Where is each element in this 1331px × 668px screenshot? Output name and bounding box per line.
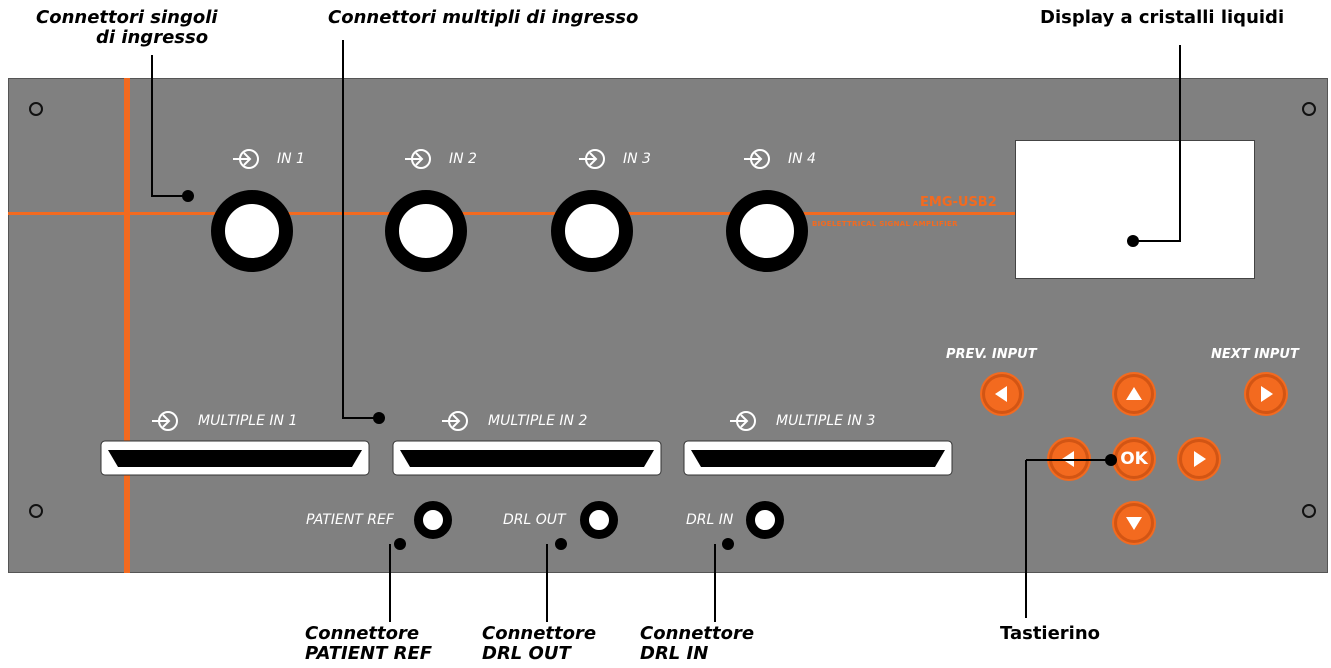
input-label-2: IN 2 <box>403 147 477 171</box>
screw-top-right <box>1302 102 1316 116</box>
callout-multiple-inputs: Connettori multipli di ingresso <box>328 7 639 28</box>
input-label-1: IN 1 <box>231 147 305 171</box>
down-button[interactable] <box>1114 503 1154 543</box>
arrow-into-circle-icon <box>152 411 178 431</box>
input-label-4: IN 4 <box>742 147 816 171</box>
arrow-right-icon <box>1194 451 1206 467</box>
callout-patient-ref-line1: Connettore <box>305 623 420 644</box>
arrow-left-icon <box>995 386 1007 402</box>
drl-out-label: DRL OUT <box>503 512 566 528</box>
input-label-text: IN 1 <box>277 151 305 167</box>
callout-single-inputs: Connettori singoli di ingresso <box>36 8 218 48</box>
callout-drl-out: Connettore DRL OUT <box>482 624 596 664</box>
brand-subtitle: BIOELETTRICAL SIGNAL AMPLIFIER <box>812 220 958 228</box>
input-label-text: IN 4 <box>788 151 816 167</box>
leader-dot-patient-ref <box>394 538 406 550</box>
leader-multiple-inputs <box>342 40 378 419</box>
multiple-input-label-2: MULTIPLE IN 2 <box>440 409 587 433</box>
arrow-into-circle-icon <box>442 411 468 431</box>
drl-out-jack[interactable] <box>580 501 618 539</box>
arrow-into-circle-icon <box>730 411 756 431</box>
callout-single-inputs-line1: Connettori singoli <box>36 7 218 28</box>
leader-lcd <box>1133 45 1181 242</box>
callout-keypad: Tastierino <box>1000 623 1101 644</box>
leader-dot-keypad <box>1105 454 1117 466</box>
prev-input-button[interactable] <box>982 374 1022 414</box>
prev-input-label: PREV. INPUT <box>946 347 1037 362</box>
callout-single-inputs-line2: di ingresso <box>96 27 209 48</box>
callout-drl-out-line2: DRL OUT <box>482 643 571 664</box>
brand-name: EMG-USB2 <box>920 195 997 210</box>
patient-ref-jack[interactable] <box>414 501 452 539</box>
multiple-input-label-3: MULTIPLE IN 3 <box>728 409 875 433</box>
next-input-button[interactable] <box>1246 374 1286 414</box>
arrow-into-circle-icon <box>405 149 431 169</box>
arrow-down-icon <box>1126 517 1142 530</box>
patient-ref-label: PATIENT REF <box>306 512 394 528</box>
callout-drl-out-line1: Connettore <box>482 623 597 644</box>
multiple-input-connector-3[interactable] <box>683 440 953 476</box>
multiple-input-label-text: MULTIPLE IN 2 <box>488 413 588 429</box>
leader-single-inputs <box>151 55 188 197</box>
multiple-input-connector-2[interactable] <box>392 440 662 476</box>
orange-vertical-stripe <box>124 78 130 573</box>
leader-dot-drl-in <box>722 538 734 550</box>
callout-lcd: Display a cristalli liquidi <box>1040 7 1285 28</box>
leader-dot-single-inputs <box>182 190 194 202</box>
leader-dot-lcd <box>1127 235 1139 247</box>
callout-drl-in-line2: DRL IN <box>640 643 709 664</box>
leader-keypad <box>1025 459 1113 618</box>
input-label-3: IN 3 <box>577 147 651 171</box>
up-button[interactable] <box>1114 374 1154 414</box>
callout-drl-in-line1: Connettore <box>640 623 755 644</box>
ok-button[interactable]: OK <box>1114 439 1154 479</box>
drl-in-label: DRL IN <box>686 512 734 528</box>
arrow-into-circle-icon <box>744 149 770 169</box>
leader-dot-multiple-inputs <box>373 412 385 424</box>
screw-top-left <box>29 102 43 116</box>
multiple-input-label-1: MULTIPLE IN 1 <box>150 409 297 433</box>
screw-bottom-right <box>1302 504 1316 518</box>
ok-label: OK <box>1120 449 1148 469</box>
right-button[interactable] <box>1179 439 1219 479</box>
drl-in-jack[interactable] <box>746 501 784 539</box>
input-label-text: IN 3 <box>623 151 651 167</box>
arrow-up-icon <box>1126 387 1142 400</box>
orange-horizontal-stripe <box>8 212 1018 215</box>
multiple-input-label-text: MULTIPLE IN 1 <box>198 413 298 429</box>
arrow-into-circle-icon <box>579 149 605 169</box>
arrow-into-circle-icon <box>233 149 259 169</box>
callout-patient-ref: Connettore PATIENT REF <box>305 624 432 664</box>
multiple-input-connector-1[interactable] <box>100 440 370 476</box>
next-input-label: NEXT INPUT <box>1211 347 1299 362</box>
callout-patient-ref-line2: PATIENT REF <box>305 643 433 664</box>
screw-bottom-left <box>29 504 43 518</box>
multiple-input-label-text: MULTIPLE IN 3 <box>776 413 876 429</box>
input-label-text: IN 2 <box>449 151 477 167</box>
arrow-right-icon <box>1261 386 1273 402</box>
lcd-display <box>1015 140 1255 279</box>
leader-dot-drl-out <box>555 538 567 550</box>
callout-drl-in: Connettore DRL IN <box>640 624 754 664</box>
